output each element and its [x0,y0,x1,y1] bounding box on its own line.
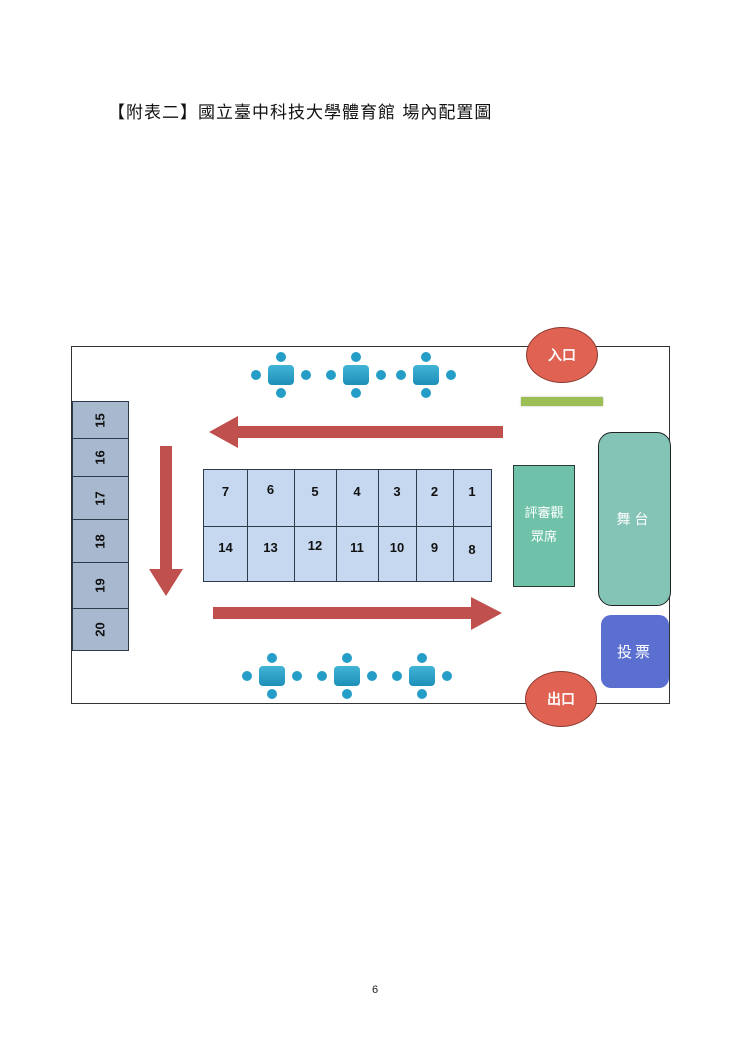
side-seat: 18 [72,519,129,563]
judge-label-line2: 眾席 [530,530,557,545]
table-group [392,653,452,701]
side-seat: 17 [72,476,129,520]
table-group [317,653,377,701]
chair-icon [421,352,431,362]
table-group [251,352,311,400]
table-group [326,352,386,400]
page-number: 6 [371,984,379,996]
chair-icon [367,671,377,681]
chair-icon [267,653,277,663]
table-icon [343,365,369,385]
grid-seat: 10 [378,526,417,581]
seat-grid: 7 6 5 4 3 2 1 14 13 12 11 10 9 8 [203,469,492,582]
chair-icon [317,671,327,681]
entrance-marker-bar [521,397,603,406]
chair-icon [392,671,402,681]
grid-seat: 9 [416,526,454,581]
grid-seat: 14 [204,526,248,581]
chair-icon [267,689,277,699]
side-seat: 19 [72,562,129,609]
side-seat: 20 [72,608,129,651]
chair-icon [351,388,361,398]
seat-label: 17 [93,490,108,506]
grid-seat: 12 [294,526,337,581]
grid-seat: 3 [378,470,417,527]
stage-area: 舞台 [598,432,671,606]
chair-icon [276,352,286,362]
chair-icon [342,653,352,663]
table-icon [413,365,439,385]
seat-label: 18 [93,533,108,549]
arrow-left [209,416,503,448]
grid-seat: 11 [336,526,379,581]
seat-label: 20 [93,622,108,637]
chair-icon [417,653,427,663]
exit-label: 出口 [547,692,575,708]
chair-icon [417,689,427,699]
chair-icon [251,370,261,380]
vote-label: 投票 [616,643,653,661]
judge-label-line1: 評審觀 [524,506,564,521]
grid-seat: 2 [416,470,454,527]
chair-icon [292,671,302,681]
arrow-down [149,446,183,596]
judge-audience-area: 評審觀 眾席 [513,465,575,587]
chair-icon [442,671,452,681]
grid-seat: 1 [453,470,491,527]
seat-label: 15 [93,412,108,428]
table-icon [334,666,360,686]
grid-seat: 6 [247,470,295,527]
grid-seat: 13 [247,526,295,581]
exit-door: 出口 [525,671,597,727]
side-seat: 15 [72,401,129,439]
page-title: 【附表二】國立臺中科技大學體育館 場內配置圖 [108,103,493,123]
table-icon [409,666,435,686]
chair-icon [351,352,361,362]
chair-icon [421,388,431,398]
grid-seat: 5 [294,470,337,527]
chair-icon [342,689,352,699]
table-group [396,352,456,400]
seat-label: 19 [93,578,108,593]
side-seat: 16 [72,438,129,477]
entrance-label: 入口 [548,348,576,364]
chair-icon [242,671,252,681]
chair-icon [446,370,456,380]
grid-seat: 8 [468,542,476,557]
chair-icon [396,370,406,380]
chair-icon [301,370,311,380]
chair-icon [376,370,386,380]
seat-label: 16 [93,450,108,465]
arrow-right [213,597,502,630]
chair-icon [326,370,336,380]
vote-area: 投票 [601,615,669,688]
stage-label: 舞台 [616,512,653,528]
chair-icon [276,388,286,398]
table-icon [259,666,285,686]
grid-seat: 4 [336,470,379,527]
entrance-door: 入口 [526,327,598,383]
table-icon [268,365,294,385]
table-group [242,653,302,701]
grid-seat: 7 [204,470,248,527]
